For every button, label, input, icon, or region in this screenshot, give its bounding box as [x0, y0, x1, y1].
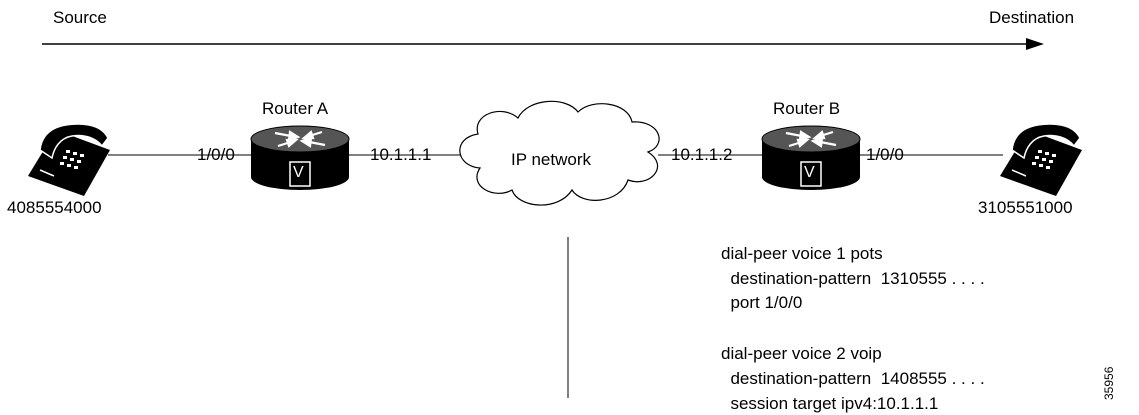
config-block2-line3: session target ipv4:10.1.1.1	[721, 394, 939, 413]
phone-right-icon	[1000, 123, 1082, 196]
router-a-ip: 10.1.1.1	[370, 145, 432, 164]
router-b-ip: 10.1.1.2	[671, 145, 733, 164]
phone-left-icon	[28, 123, 110, 196]
router-a-port: 1/0/0	[197, 145, 235, 164]
source-label: Source	[53, 8, 107, 27]
router-a-name: Router A	[262, 99, 329, 118]
router-a-icon	[250, 125, 350, 190]
config-block2-line1: dial-peer voice 2 voip	[721, 344, 882, 363]
ip-network-cloud	[459, 100, 660, 206]
config-block1-line3: port 1/0/0	[721, 293, 803, 312]
direction-arrow	[42, 38, 1044, 50]
router-a-badge: V	[293, 164, 304, 181]
ip-network-label: IP network	[511, 150, 592, 169]
figure-id: 35956	[1102, 366, 1116, 400]
router-b-badge: V	[804, 164, 815, 181]
config-block1-line2: destination-pattern 1310555 . . . .	[721, 269, 985, 288]
phone-right-number: 3105551000	[978, 198, 1073, 217]
destination-label: Destination	[989, 8, 1075, 27]
router-b-port: 1/0/0	[866, 145, 904, 164]
router-b-name: Router B	[773, 99, 841, 118]
config-block2-line2: destination-pattern 1408555 . . . .	[721, 369, 985, 388]
phone-left-number: 4085554000	[7, 198, 102, 217]
config-block1-line1: dial-peer voice 1 pots	[721, 244, 883, 263]
router-b-icon	[761, 125, 861, 190]
